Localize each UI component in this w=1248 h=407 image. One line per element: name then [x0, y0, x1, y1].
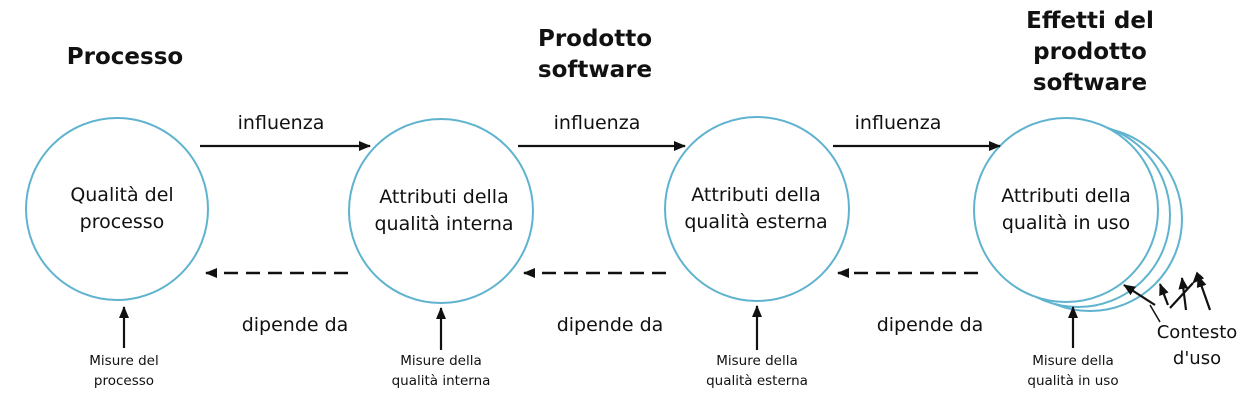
- effects-heading: Effetti del prodotto software: [1026, 8, 1154, 96]
- external-measures-label: Misure della qualità esterna: [706, 353, 808, 389]
- quality-in-use-label: Attributi della qualità in uso: [1001, 185, 1131, 234]
- context-arrow-4: [1196, 275, 1212, 311]
- internal-quality-circle: [348, 118, 534, 304]
- internal-quality-label: Attributi della qualità interna: [374, 186, 514, 235]
- influence-label-2: influenza: [553, 112, 641, 134]
- context-arrow-1: [1169, 271, 1205, 309]
- influence-label-3: influenza: [854, 112, 942, 134]
- process-quality-circle: [25, 117, 209, 301]
- depends-label-1: dipende da: [241, 314, 349, 336]
- external-quality-label: Attributi della qualità esterna: [684, 184, 828, 233]
- internal-measures-label: Misure della qualità interna: [391, 353, 491, 389]
- external-quality-circle: [664, 116, 850, 302]
- depends-label-2: dipende da: [556, 314, 664, 336]
- influence-label-1: influenza: [237, 112, 325, 134]
- in-use-measures-label: Misure della qualità in uso: [1027, 353, 1119, 389]
- process-measures-label: Misure del processo: [89, 353, 159, 389]
- context-of-use-label: Contesto d'uso: [1156, 322, 1238, 369]
- depends-label-3: dipende da: [876, 314, 984, 336]
- context-arrow-3: [1178, 277, 1189, 311]
- context-arrow-1b: [1123, 284, 1156, 306]
- quality-in-use-circle: [973, 117, 1159, 303]
- context-bracket-line: [1149, 304, 1161, 323]
- process-heading: Processo: [66, 44, 184, 70]
- context-arrow-2: [1158, 283, 1170, 306]
- process-quality-label: Qualità del processo: [70, 184, 174, 233]
- product-heading: Prodotto software: [537, 26, 653, 83]
